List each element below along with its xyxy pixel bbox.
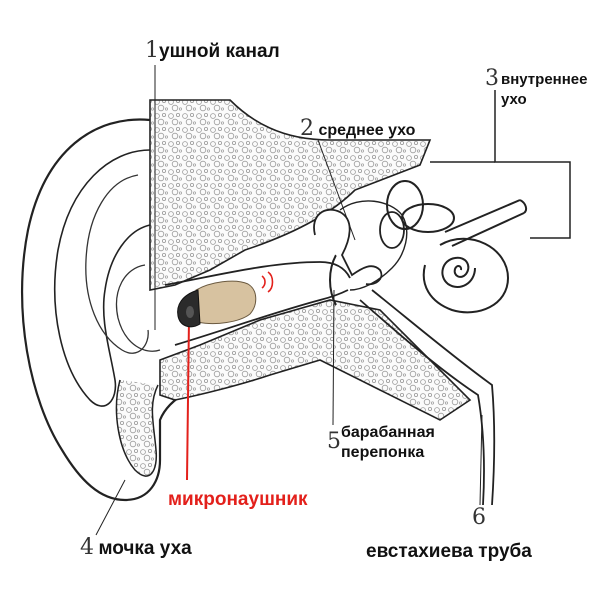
- label-number: 3: [485, 66, 499, 91]
- label-number: 2: [300, 116, 314, 141]
- label-ear-canal: 1ушной канал: [145, 40, 280, 62]
- label-text: микронаушник: [168, 489, 308, 510]
- cochlea-spiral: [441, 256, 476, 288]
- label-text: мочка уха: [98, 538, 192, 559]
- pinna-outline: [20, 118, 231, 502]
- ear-canal-upper-wall: [164, 261, 351, 286]
- helix-rim: [85, 174, 149, 354]
- semicircular-canal-3: [379, 211, 405, 249]
- label-micro-earpiece: микронаушник: [168, 490, 308, 509]
- label-number: 1: [145, 38, 159, 63]
- ossicles: [313, 208, 383, 286]
- micro-earpiece-highlight: [186, 306, 194, 318]
- label-text: евстахиева труба: [366, 541, 532, 562]
- pinna-inner-fold: [53, 149, 151, 407]
- label-eustachian-number: 6: [472, 507, 486, 529]
- semicircular-canal-2: [401, 203, 455, 233]
- signal-wave-1: [261, 275, 266, 289]
- label-text: ушной канал: [159, 41, 280, 62]
- lower-bone-tissue: [159, 299, 472, 421]
- leader-middle-ear: [317, 139, 356, 241]
- ear-canal-lower-wall: [174, 289, 349, 346]
- label-eardrum: 5 барабанная перепонка: [327, 423, 435, 463]
- cochlea-outer: [422, 237, 510, 314]
- leader-earlobe: [95, 479, 126, 536]
- label-text-line2: ухо: [501, 91, 527, 108]
- eustachian-tube-wall: [371, 289, 496, 506]
- label-inner-ear: 3 внутреннее ухо: [485, 68, 587, 110]
- leader-micro-earpiece: [186, 317, 190, 481]
- label-earlobe: 4 мочка уха: [80, 537, 192, 559]
- micro-earpiece-body: [195, 280, 257, 325]
- label-eustachian-tube: евстахиева труба: [366, 542, 532, 561]
- label-text: среднее ухо: [318, 122, 416, 139]
- label-number: 5: [327, 429, 341, 454]
- middle-ear-cavity: [339, 200, 408, 291]
- leader-eardrum: [332, 289, 335, 426]
- label-number: 4: [80, 535, 94, 560]
- inner-ear-bracket: [494, 90, 571, 239]
- label-text-line1: внутреннее: [501, 71, 588, 88]
- eustachian-tube: [359, 299, 485, 506]
- earlobe-fold: [115, 379, 159, 477]
- auditory-nerve-end: [519, 199, 528, 214]
- signal-wave-2: [267, 271, 274, 293]
- label-number: 6: [472, 505, 486, 530]
- label-text-line1: барабанная: [341, 424, 435, 441]
- label-text-line2: перепонка: [341, 444, 425, 461]
- concha: [116, 264, 161, 352]
- auditory-nerve: [444, 199, 525, 247]
- label-middle-ear: 2 среднее ухо: [300, 118, 415, 140]
- leader-eustachian: [479, 414, 483, 506]
- upper-bone-tissue: [149, 99, 432, 291]
